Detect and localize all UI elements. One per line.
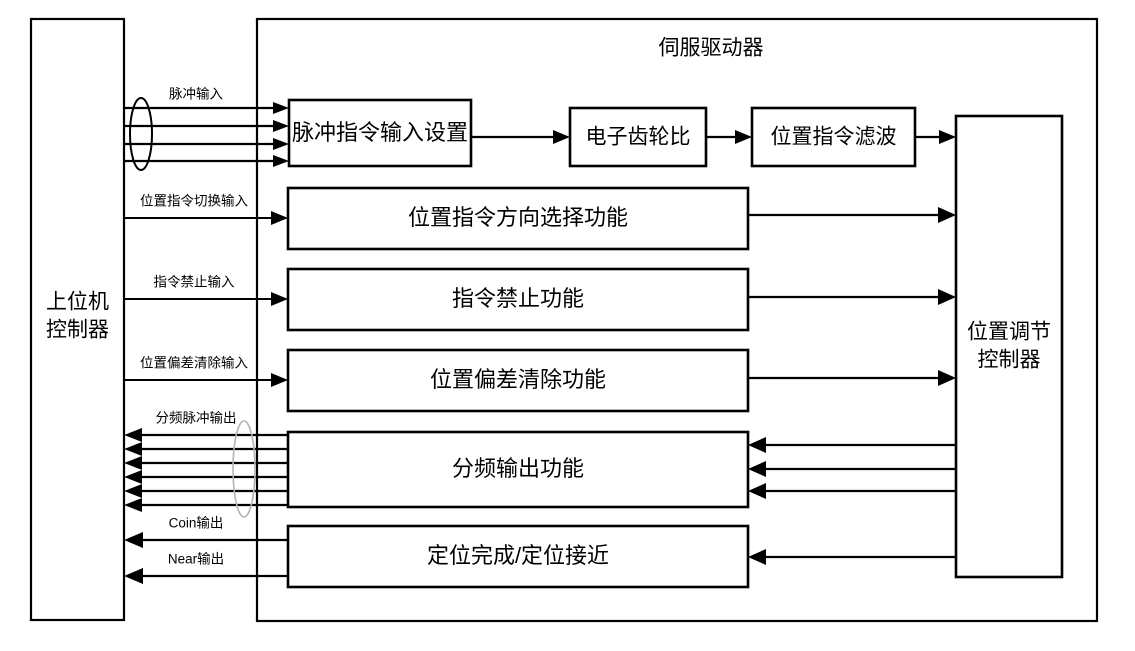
arrowhead-freq-div-1	[124, 428, 142, 442]
host-controller-label-line1: 上位机	[46, 291, 109, 314]
block-position-deviation-clear-function-label: 位置偏差清除功能	[430, 367, 606, 392]
arrowhead-freq-div-4	[124, 470, 142, 484]
arrowhead-pulse-4	[273, 155, 289, 167]
arrowhead-direction-select-to-controller	[938, 207, 956, 223]
position-controller-label-line1: 位置调节	[967, 321, 1051, 344]
arrowhead-position-deviation-clear	[271, 373, 288, 387]
block-command-inhibit-function-label: 指令禁止功能	[452, 286, 584, 311]
signal-coin-output: Coin输出	[124, 516, 288, 548]
signal-near-output: Near输出	[124, 552, 288, 584]
arrowhead-inhibit-to-controller	[938, 289, 956, 305]
block-electronic-gear-ratio-label: 电子齿轮比	[586, 126, 691, 149]
block-position-command-direction-select	[286, 186, 750, 251]
signal-label-position-deviation-clear-input: 位置偏差清除输入	[140, 356, 248, 371]
bundle-marker-pulse-input	[129, 97, 153, 171]
arrowhead-near-output	[124, 568, 143, 584]
servo-drive-frame	[255, 17, 1099, 623]
block-frequency-division-output-function-label: 分频输出功能	[452, 456, 584, 481]
arrowhead-controller-to-positioning-complete	[748, 549, 766, 565]
signal-pulse-input: 脉冲输入	[124, 87, 289, 171]
arrowhead-pulse-2	[273, 120, 289, 132]
signal-label-pulse-input: 脉冲输入	[169, 87, 223, 102]
arrowhead-freq-div-5	[124, 484, 142, 498]
block-pulse-command-input-setting	[287, 98, 473, 168]
block-position-deviation-clear-function	[286, 348, 750, 413]
arrowhead-command-inhibit	[271, 292, 288, 306]
arrowhead-position-command-switch	[271, 211, 288, 225]
block-positioning-complete-near-label: 定位完成/定位接近	[427, 543, 609, 568]
signal-command-inhibit-input: 指令禁止输入	[124, 275, 288, 306]
arrowhead-pulse-3	[273, 138, 289, 150]
arrowhead-pulse-1	[273, 102, 289, 114]
arrowhead-freq-div-2	[124, 442, 142, 456]
host-controller-box	[29, 17, 126, 622]
signal-position-command-switch-input: 位置指令切换输入	[124, 194, 288, 225]
arrowhead-coin-output	[124, 532, 143, 548]
arrowhead-to-gear-ratio	[553, 130, 570, 144]
internal-chain-top-row	[471, 130, 956, 144]
signal-position-deviation-clear-input: 位置偏差清除输入	[124, 356, 288, 387]
position-controller-box	[954, 114, 1064, 579]
arrowhead-deviation-clear-to-controller	[938, 370, 956, 386]
signal-label-near-output: Near输出	[168, 552, 224, 567]
signal-label-command-inhibit-input: 指令禁止输入	[154, 275, 235, 290]
block-positioning-complete-near	[286, 524, 750, 589]
arrowhead-filter-to-controller	[939, 130, 956, 144]
signal-label-frequency-division-pulse-output: 分频脉冲输出	[156, 411, 237, 426]
block-pulse-command-input-setting-label: 脉冲指令输入设置	[292, 120, 468, 145]
block-command-inhibit-function	[286, 267, 750, 332]
links-controller-to-frequency-division	[748, 437, 956, 499]
signal-frequency-division-pulse-output: 分频脉冲输出	[124, 411, 288, 518]
arrowhead-to-position-filter	[735, 130, 752, 144]
signal-label-coin-output: Coin输出	[169, 516, 224, 531]
links-middle-blocks-to-controller	[748, 207, 956, 386]
arrowhead-freq-div-6	[124, 498, 142, 512]
arrowhead-controller-to-freqdiv-2	[748, 461, 766, 477]
signal-label-position-command-switch-input: 位置指令切换输入	[140, 194, 248, 209]
host-controller-label-line2: 控制器	[46, 319, 109, 342]
arrowhead-controller-to-freqdiv-1	[748, 437, 766, 453]
servo-drive-title: 伺服驱动器	[659, 37, 764, 60]
link-controller-to-positioning-complete	[748, 549, 956, 565]
block-position-command-direction-select-label: 位置指令方向选择功能	[408, 205, 628, 230]
arrowhead-controller-to-freqdiv-3	[748, 483, 766, 499]
bundle-marker-frequency-division-output	[232, 420, 256, 518]
block-position-command-filter-label: 位置指令滤波	[771, 126, 897, 149]
position-controller-label-line2: 控制器	[978, 349, 1041, 372]
arrowhead-freq-div-3	[124, 456, 142, 470]
block-frequency-division-output-function	[286, 430, 750, 509]
